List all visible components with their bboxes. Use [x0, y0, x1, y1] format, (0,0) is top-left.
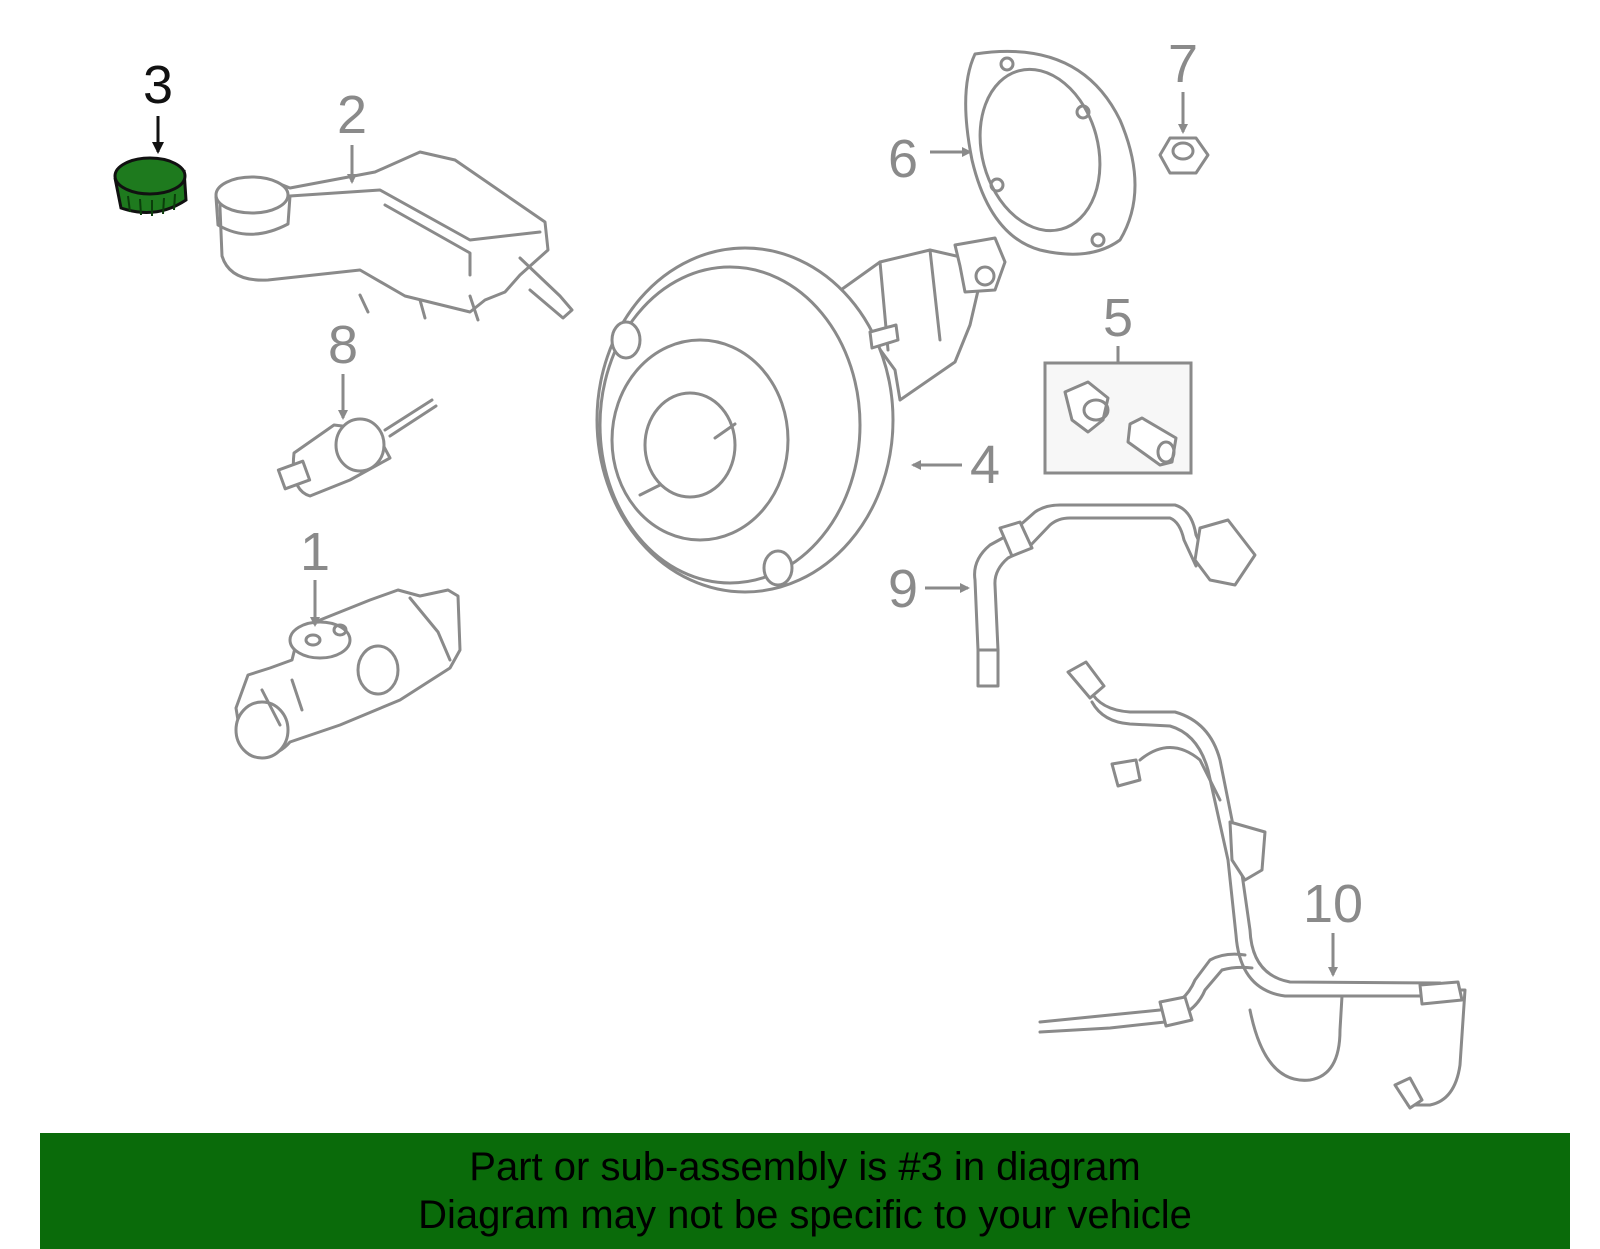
callout-10[interactable]: 10 [1303, 874, 1363, 934]
info-banner: Part or sub-assembly is #3 in diagram Di… [40, 1133, 1570, 1249]
brake-booster-part[interactable] [595, 236, 1007, 594]
banner-line-2: Diagram may not be specific to your vehi… [418, 1193, 1192, 1237]
master-cylinder-part[interactable] [234, 588, 462, 760]
hardware-kit-part[interactable] [1043, 361, 1193, 475]
level-sensor-part[interactable] [276, 398, 438, 498]
booster-gasket-part[interactable] [963, 49, 1137, 256]
brake-fluid-reservoir-part[interactable] [214, 150, 574, 322]
callout-2[interactable]: 2 [337, 85, 367, 145]
callout-8[interactable]: 8 [328, 315, 358, 375]
callout-9[interactable]: 9 [888, 559, 918, 619]
booster-nut-part[interactable] [1158, 136, 1210, 175]
reservoir-cap-part[interactable] [113, 156, 188, 216]
callout-3[interactable]: 3 [143, 55, 173, 115]
callout-6[interactable]: 6 [888, 129, 918, 189]
banner-line-1: Part or sub-assembly is #3 in diagram [469, 1145, 1141, 1189]
callout-1[interactable]: 1 [300, 522, 330, 582]
callout-7[interactable]: 7 [1168, 34, 1198, 94]
callout-4[interactable]: 4 [970, 435, 1000, 495]
vacuum-hose-part[interactable] [973, 503, 1257, 688]
callout-5[interactable]: 5 [1103, 288, 1133, 348]
abs-sensor-harness-part[interactable] [1038, 660, 1467, 1110]
